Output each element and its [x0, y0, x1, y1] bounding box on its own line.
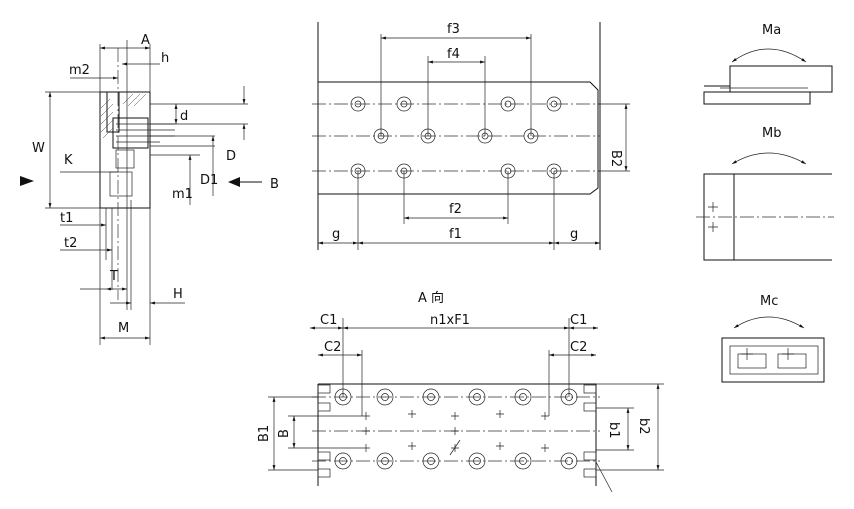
label-d: d: [180, 109, 188, 124]
label-Mc: Mc: [760, 294, 778, 309]
label-D1: D1: [200, 173, 218, 188]
mc-block: [721, 337, 825, 383]
view-arrow-b: [228, 177, 240, 187]
view-a: A 向: [257, 290, 664, 493]
view-a-holes: [334, 388, 578, 470]
label-Ma: Ma: [762, 23, 781, 38]
top-view: f3 f4 B2 f2 f1 g g: [312, 22, 630, 250]
view-a-title: A 向: [418, 290, 444, 306]
side-view-hatch: [100, 93, 147, 139]
side-view-body: [99, 91, 151, 209]
label-h: h: [161, 51, 169, 66]
label-B2: B2: [608, 150, 623, 167]
label-C2-right: C2: [570, 340, 587, 355]
label-g-left: g: [332, 227, 340, 242]
side-view-bolt-block: [112, 117, 149, 149]
label-C1-left: C1: [320, 313, 337, 328]
view-a-edge-marks: [317, 384, 597, 478]
label-f4: f4: [447, 47, 460, 62]
label-t2: t2: [64, 236, 77, 251]
side-view: A h m2 W K d D D1 m1 B t1 t2 T H M: [20, 33, 279, 345]
label-K: K: [64, 153, 73, 168]
moment-view-ma: Ma: [703, 23, 833, 105]
label-Mb: Mb: [762, 126, 781, 141]
label-b1: b1: [606, 422, 621, 439]
label-W: W: [32, 141, 45, 156]
view-arrow-a: [20, 176, 34, 186]
label-T: T: [109, 269, 118, 284]
view-a-plate: [318, 383, 597, 486]
ma-rail: [703, 91, 811, 105]
label-n1xF1: n1xF1: [430, 313, 470, 328]
label-B1: B1: [257, 425, 272, 442]
label-t1: t1: [60, 211, 73, 226]
label-D: D: [226, 149, 236, 164]
top-view-holes: [350, 96, 562, 179]
label-M: M: [118, 321, 129, 336]
label-C2-left: C2: [324, 340, 341, 355]
label-f1: f1: [449, 227, 462, 242]
label-B: B: [270, 177, 279, 192]
label-b2: b2: [636, 418, 651, 435]
view-a-cross-marks: [362, 410, 549, 452]
label-m1: m1: [172, 187, 193, 202]
label-A: A: [141, 33, 150, 48]
label-g-right: g: [570, 227, 578, 242]
top-view-plate: [318, 81, 599, 195]
moment-view-mb: Mb: [696, 126, 834, 261]
label-C1-right: C1: [570, 313, 587, 328]
moment-view-mc: Mc: [721, 294, 825, 383]
label-B-view-a: B: [277, 429, 292, 438]
label-f2: f2: [449, 202, 462, 217]
label-f3: f3: [447, 22, 460, 37]
label-H: H: [173, 287, 183, 302]
label-m2: m2: [69, 63, 90, 78]
